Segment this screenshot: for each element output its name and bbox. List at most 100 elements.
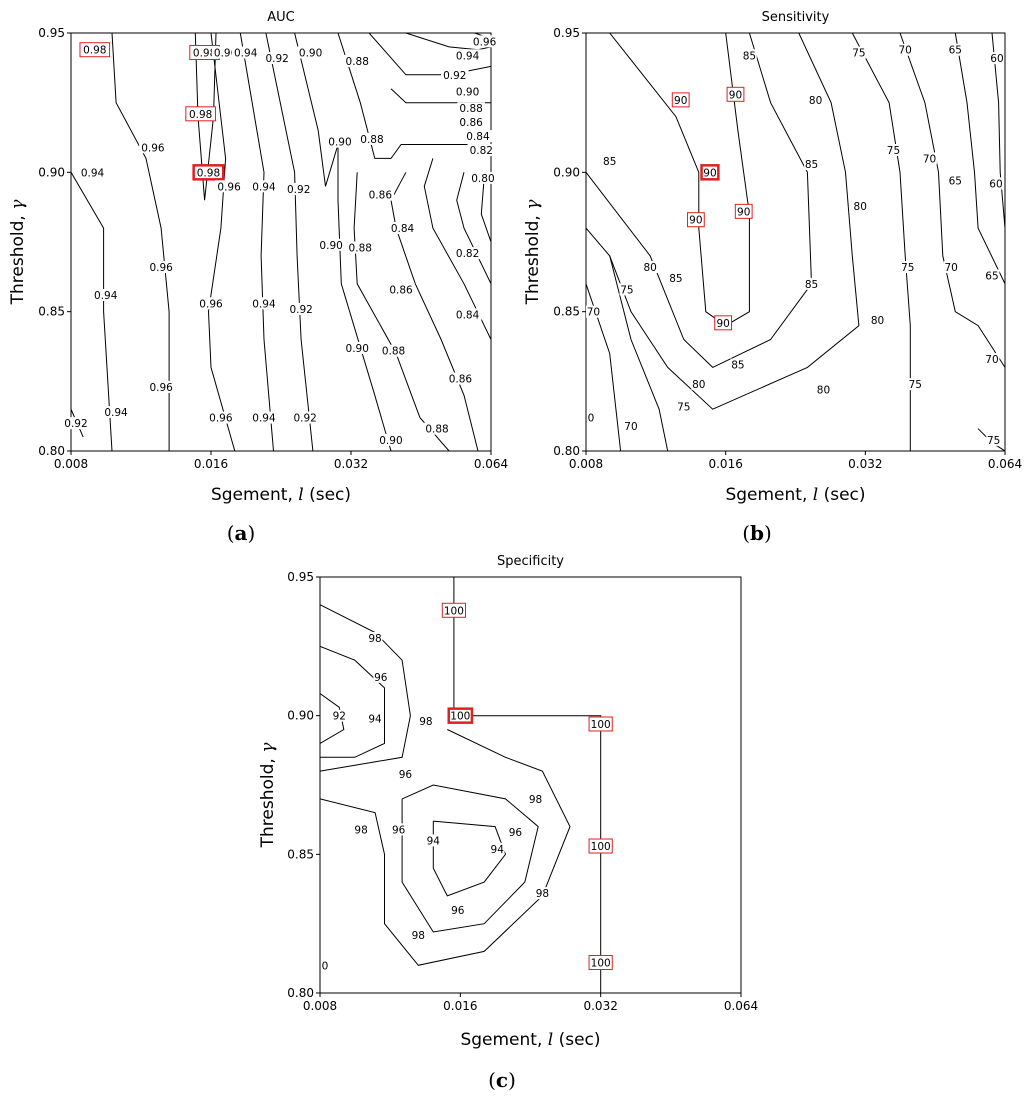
contour-line-98 bbox=[320, 604, 411, 772]
label-knockout bbox=[139, 141, 167, 154]
contour-value: 0.90 bbox=[456, 87, 479, 99]
contour-value: 94 bbox=[427, 835, 441, 847]
highlighted-contour-value: 90 bbox=[703, 167, 716, 179]
contour-value: 96 bbox=[399, 769, 413, 781]
contour-line-0-90 bbox=[294, 33, 392, 451]
y-tick-label: 0.95 bbox=[287, 570, 314, 584]
contour-value: 0.88 bbox=[382, 346, 405, 358]
contour-value: 0.92 bbox=[289, 304, 312, 316]
contour-value: 70 bbox=[899, 45, 912, 57]
contour-value: 96 bbox=[451, 905, 465, 917]
label-knockout bbox=[623, 419, 639, 432]
contour-value: 0.96 bbox=[149, 262, 173, 274]
contour-value: 80 bbox=[643, 262, 656, 274]
contour-value: 0.90 bbox=[328, 137, 351, 149]
x-tick-label: 0.064 bbox=[474, 457, 508, 471]
label-knockout bbox=[317, 238, 345, 251]
x-axis-label: Sgement, l (sec) bbox=[460, 1030, 600, 1050]
label-knockout bbox=[197, 297, 225, 310]
contour-lines bbox=[586, 33, 1005, 451]
y-axis-label: Threshold, γ bbox=[8, 199, 28, 306]
y-axis-variable: γ bbox=[8, 199, 28, 210]
contour-value: 65 bbox=[985, 270, 998, 282]
label-knockout bbox=[730, 358, 746, 371]
y-tick-label: 0.95 bbox=[38, 26, 65, 40]
label-knockout bbox=[446, 372, 475, 385]
contour-value: 60 bbox=[989, 178, 1002, 190]
contour-value: 85 bbox=[805, 279, 818, 291]
x-axis-variable: l bbox=[298, 485, 309, 505]
contour-line-85 bbox=[586, 33, 813, 369]
contour-value: 0.96 bbox=[217, 181, 241, 193]
y-tick-label: 0.80 bbox=[553, 444, 580, 458]
contour-value: 0.94 bbox=[94, 290, 118, 302]
contour-value: 85 bbox=[731, 360, 744, 372]
contour-value: 0.84 bbox=[466, 131, 490, 143]
contour-value: 96 bbox=[392, 824, 406, 836]
highlighted-contour-value: 100 bbox=[591, 719, 611, 731]
contour-value: 85 bbox=[805, 159, 818, 171]
x-tick-label: 0.032 bbox=[848, 457, 882, 471]
contour-value: 98 bbox=[419, 716, 432, 728]
label-knockout bbox=[457, 102, 485, 115]
label-knockout bbox=[410, 928, 426, 941]
label-knockout bbox=[373, 670, 389, 683]
contour-line-0-98 bbox=[194, 33, 217, 201]
label-knockout bbox=[250, 180, 278, 193]
contour-value: 75 bbox=[887, 145, 900, 157]
label-knockout bbox=[804, 157, 819, 170]
contour-value: 75 bbox=[620, 284, 633, 296]
x-axis-label-text: Sgement, bbox=[211, 485, 298, 505]
panel-caption: (b) bbox=[742, 521, 772, 545]
contour-value: 0.90 bbox=[319, 240, 342, 252]
label-knockout bbox=[984, 353, 1000, 366]
y-axis-variable: γ bbox=[523, 199, 543, 210]
highlighted-contour-value: 100 bbox=[591, 841, 611, 853]
y-tick-label: 0.80 bbox=[38, 444, 65, 458]
highlight-box bbox=[734, 203, 753, 219]
x-tick-label: 0.016 bbox=[443, 999, 477, 1013]
highlight-box bbox=[671, 92, 690, 108]
contour-line-60 bbox=[991, 33, 1005, 229]
y-axis-variable: γ bbox=[258, 742, 278, 753]
label-knockout bbox=[989, 52, 1005, 65]
label-knockout bbox=[379, 344, 408, 357]
label-knockout bbox=[467, 144, 496, 157]
label-knockout bbox=[453, 49, 482, 62]
label-knockout bbox=[457, 116, 485, 129]
label-knockout bbox=[619, 283, 635, 296]
label-knockout bbox=[326, 135, 354, 148]
label-knockout bbox=[535, 887, 550, 900]
x-axis-unit: (sec) bbox=[309, 485, 351, 505]
contour-value: 98 bbox=[529, 794, 542, 806]
contour-value: 0.88 bbox=[349, 243, 372, 255]
label-knockout bbox=[331, 709, 347, 722]
contour-value: 0.86 bbox=[459, 117, 483, 129]
contour-line-75 bbox=[851, 33, 911, 451]
contour-value: 75 bbox=[901, 262, 914, 274]
x-tick-label: 0.008 bbox=[303, 999, 337, 1013]
highlighted-contour-value: 0.98 bbox=[83, 45, 106, 57]
highlighted-contour-value: 100 bbox=[450, 711, 470, 723]
contour-value: 98 bbox=[412, 930, 425, 942]
label-knockout bbox=[441, 68, 469, 81]
contour-value: 0.94 bbox=[252, 298, 276, 310]
contour-value: 96 bbox=[509, 827, 523, 839]
label-knockout bbox=[387, 283, 415, 296]
label-knockout bbox=[453, 308, 482, 321]
contour-line-0-96 bbox=[111, 33, 170, 451]
contour-value: 0.86 bbox=[389, 284, 413, 296]
label-knockout bbox=[147, 261, 175, 274]
panel-letter: b bbox=[750, 521, 764, 545]
highlighted-contour-value: 90 bbox=[737, 206, 750, 218]
contour-value: 0.80 bbox=[471, 173, 494, 185]
contour-value: 0.92 bbox=[64, 418, 87, 430]
x-axis-unit: (sec) bbox=[559, 1030, 601, 1050]
label-knockout bbox=[215, 180, 243, 193]
chart-title: Specificity bbox=[497, 554, 564, 569]
contour-lines bbox=[320, 577, 602, 993]
y-tick-label: 0.80 bbox=[287, 986, 314, 1000]
label-knockout bbox=[691, 378, 707, 391]
contour-value: 98 bbox=[536, 888, 549, 900]
